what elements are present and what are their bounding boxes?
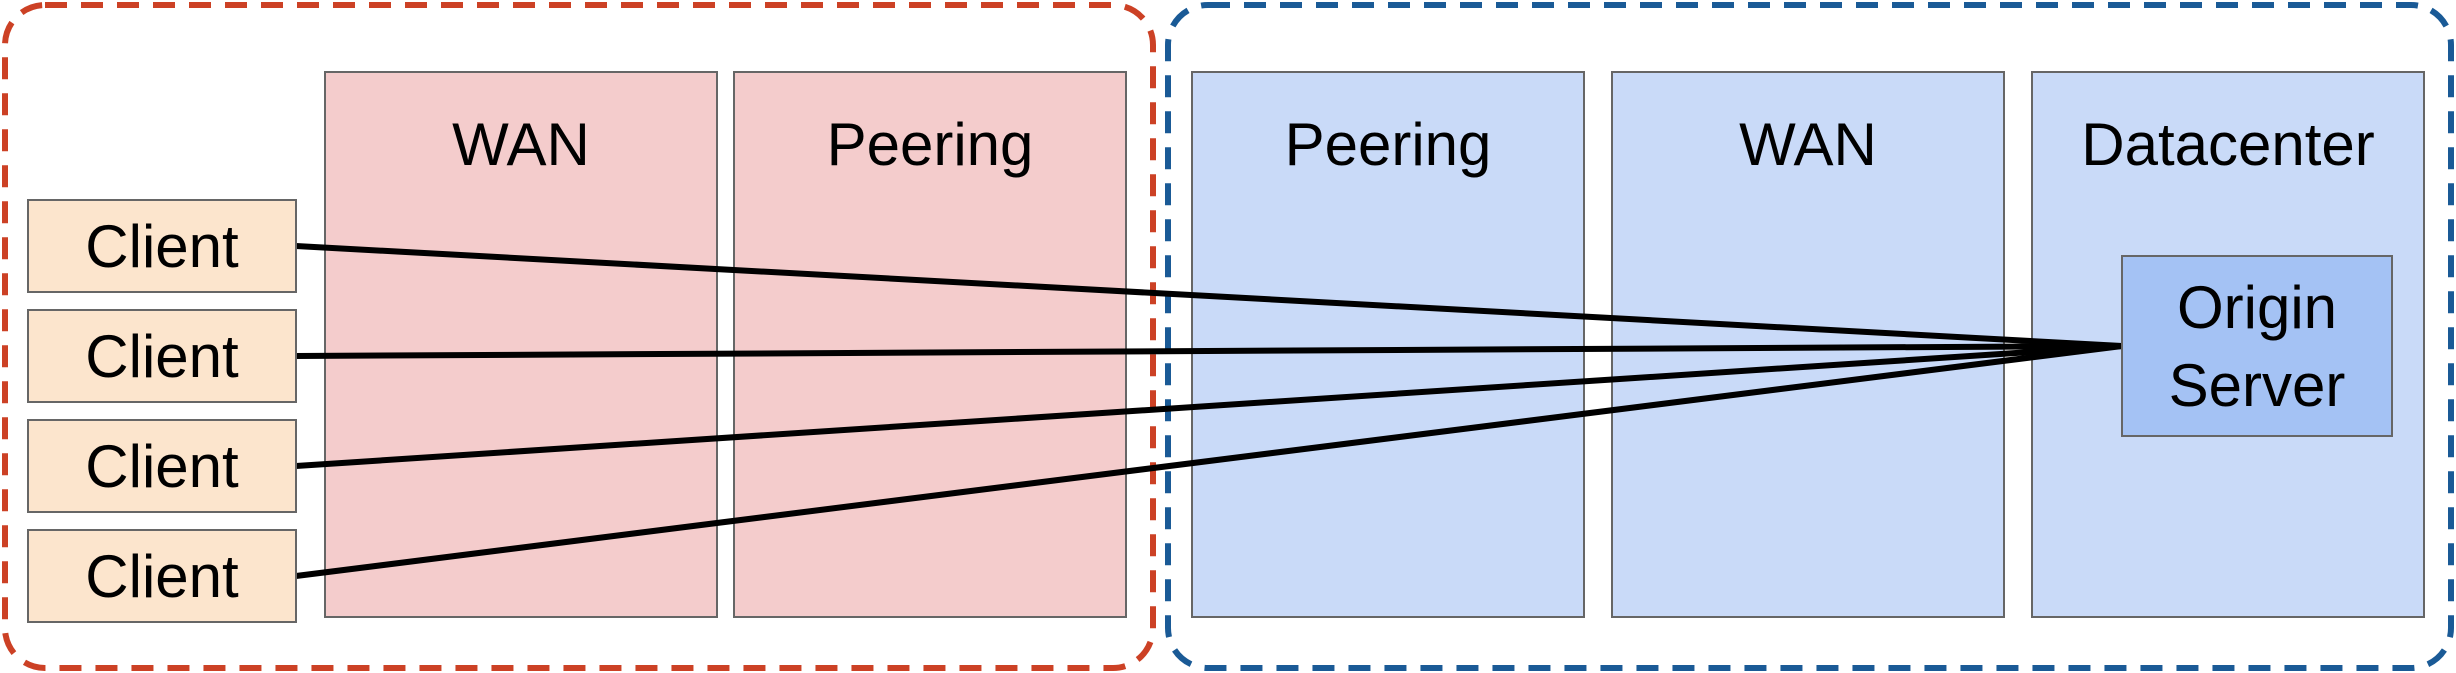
client-box [27, 419, 297, 513]
zone-box-peering-blue [1191, 71, 1585, 618]
zone-box-peering-red [733, 71, 1127, 618]
origin-server-label-line2: Server [2169, 352, 2346, 419]
zone-label-datacenter: Datacenter [2081, 111, 2375, 178]
client-label: Client [85, 213, 239, 280]
client-box [27, 199, 297, 293]
zone-label-peering-red: Peering [827, 111, 1034, 178]
client-label: Client [85, 323, 239, 390]
zone-box-wan-red [324, 71, 718, 618]
zone-label-wan-red: WAN [452, 111, 590, 178]
zone-label-peering-blue: Peering [1285, 111, 1492, 178]
server-side-region [1165, 2, 2454, 671]
client-box [27, 309, 297, 403]
origin-server-label-line1: Origin [2177, 274, 2337, 341]
connection-line [295, 343, 2123, 579]
client-label: Client [85, 543, 239, 610]
client-box [27, 529, 297, 623]
zone-label-wan-blue: WAN [1739, 111, 1877, 178]
client-side-region [2, 2, 1156, 671]
connection-line [295, 243, 2123, 349]
origin-server-box [2121, 255, 2393, 437]
connection-line [295, 343, 2123, 469]
client-label: Client [85, 433, 239, 500]
connection-line [295, 343, 2123, 359]
